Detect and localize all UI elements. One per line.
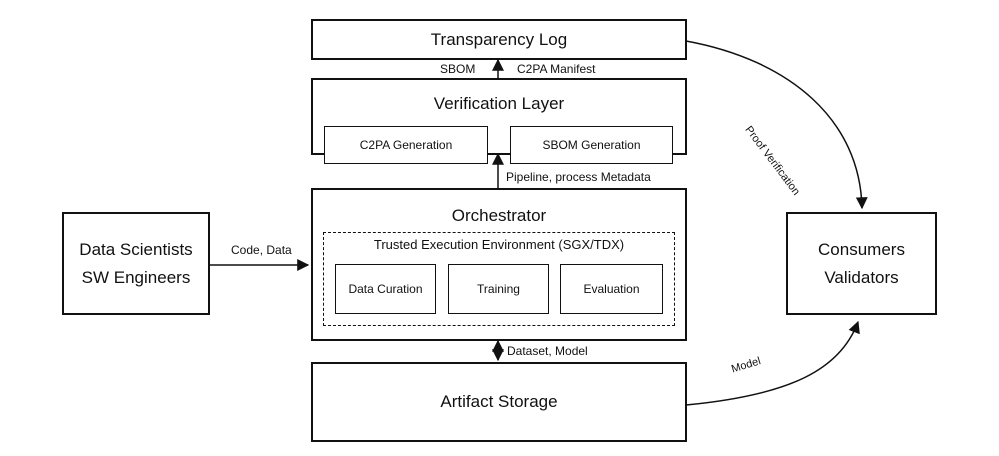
producers-label-1: Data Scientists [79, 239, 193, 259]
c2pa-generation-box: C2PA Generation [324, 126, 488, 164]
training-box: Training [448, 264, 549, 314]
evaluation-box: Evaluation [560, 264, 663, 314]
sbom-generation-label: SBOM Generation [542, 138, 641, 152]
edge-label-code-data: Code, Data [231, 243, 292, 257]
transparency-log-label: Transparency Log [430, 29, 568, 49]
verification-layer-label: Verification Layer [433, 94, 565, 113]
artifact-storage-box: Artifact Storage [311, 362, 687, 442]
artifact-storage-label: Artifact Storage [440, 392, 558, 411]
consumers-label-1: Consumers [818, 239, 905, 259]
tee-label: Trusted Execution Environment (SGX/TDX) [373, 237, 625, 252]
transparency-log-box: Transparency Log [311, 19, 687, 60]
c2pa-generation-label: C2PA Generation [359, 138, 453, 152]
orchestrator-label: Orchestrator [451, 206, 547, 225]
tee-box: Trusted Execution Environment (SGX/TDX) [323, 232, 675, 326]
consumers-box: Consumers Validators [786, 212, 937, 315]
producers-box: Data Scientists SW Engineers [62, 212, 210, 315]
edge-label-dataset-model: Dataset, Model [507, 344, 588, 358]
sbom-generation-box: SBOM Generation [510, 126, 673, 164]
evaluation-label: Evaluation [583, 282, 640, 296]
consumers-label-2: Validators [824, 267, 899, 287]
data-curation-box: Data Curation [335, 264, 436, 314]
training-label: Training [477, 282, 520, 296]
edge-label-c2pa-manifest: C2PA Manifest [517, 62, 596, 76]
edge-label-sbom: SBOM [440, 62, 476, 76]
arrow-model [685, 320, 860, 406]
producers-label-2: SW Engineers [81, 267, 191, 287]
data-curation-label: Data Curation [348, 282, 423, 296]
arrow-proof-verification [685, 40, 868, 210]
edge-label-pipeline-metadata: Pipeline, process Metadata [506, 170, 651, 184]
